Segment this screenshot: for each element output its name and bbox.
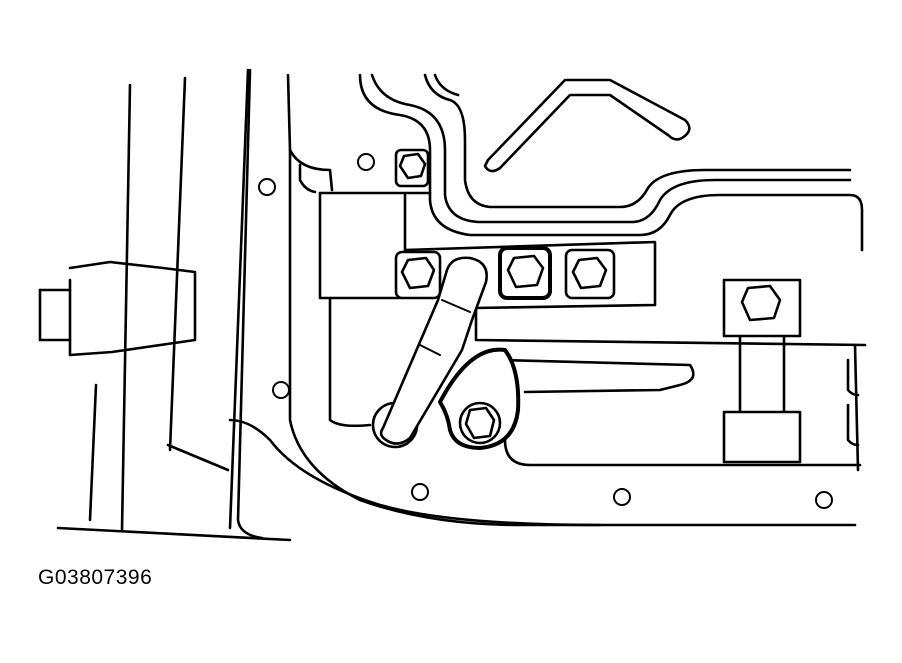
bolt [564, 248, 616, 300]
bolt [394, 250, 442, 300]
bolt-hole [815, 491, 833, 509]
bolt-hole [411, 483, 429, 501]
bolt-hole [272, 381, 290, 399]
detent-spring-arm [371, 256, 488, 449]
fluid-pipes [358, 73, 864, 252]
transmission-housing [38, 68, 292, 542]
right-bracket [722, 278, 802, 464]
bolt [498, 246, 552, 300]
bolt [394, 148, 430, 188]
detent-lever [438, 347, 521, 450]
bolt-hole [613, 488, 631, 506]
bolt-hole [357, 153, 375, 171]
oil-pan-flange [228, 68, 857, 540]
diagram-svg [38, 68, 867, 542]
flange-bolt-holes [258, 153, 833, 509]
valve-body-bolts [394, 148, 616, 300]
transmission-line-drawing [38, 68, 867, 542]
figure-code: G03807396 [38, 566, 153, 589]
bolt-hole [258, 178, 276, 196]
